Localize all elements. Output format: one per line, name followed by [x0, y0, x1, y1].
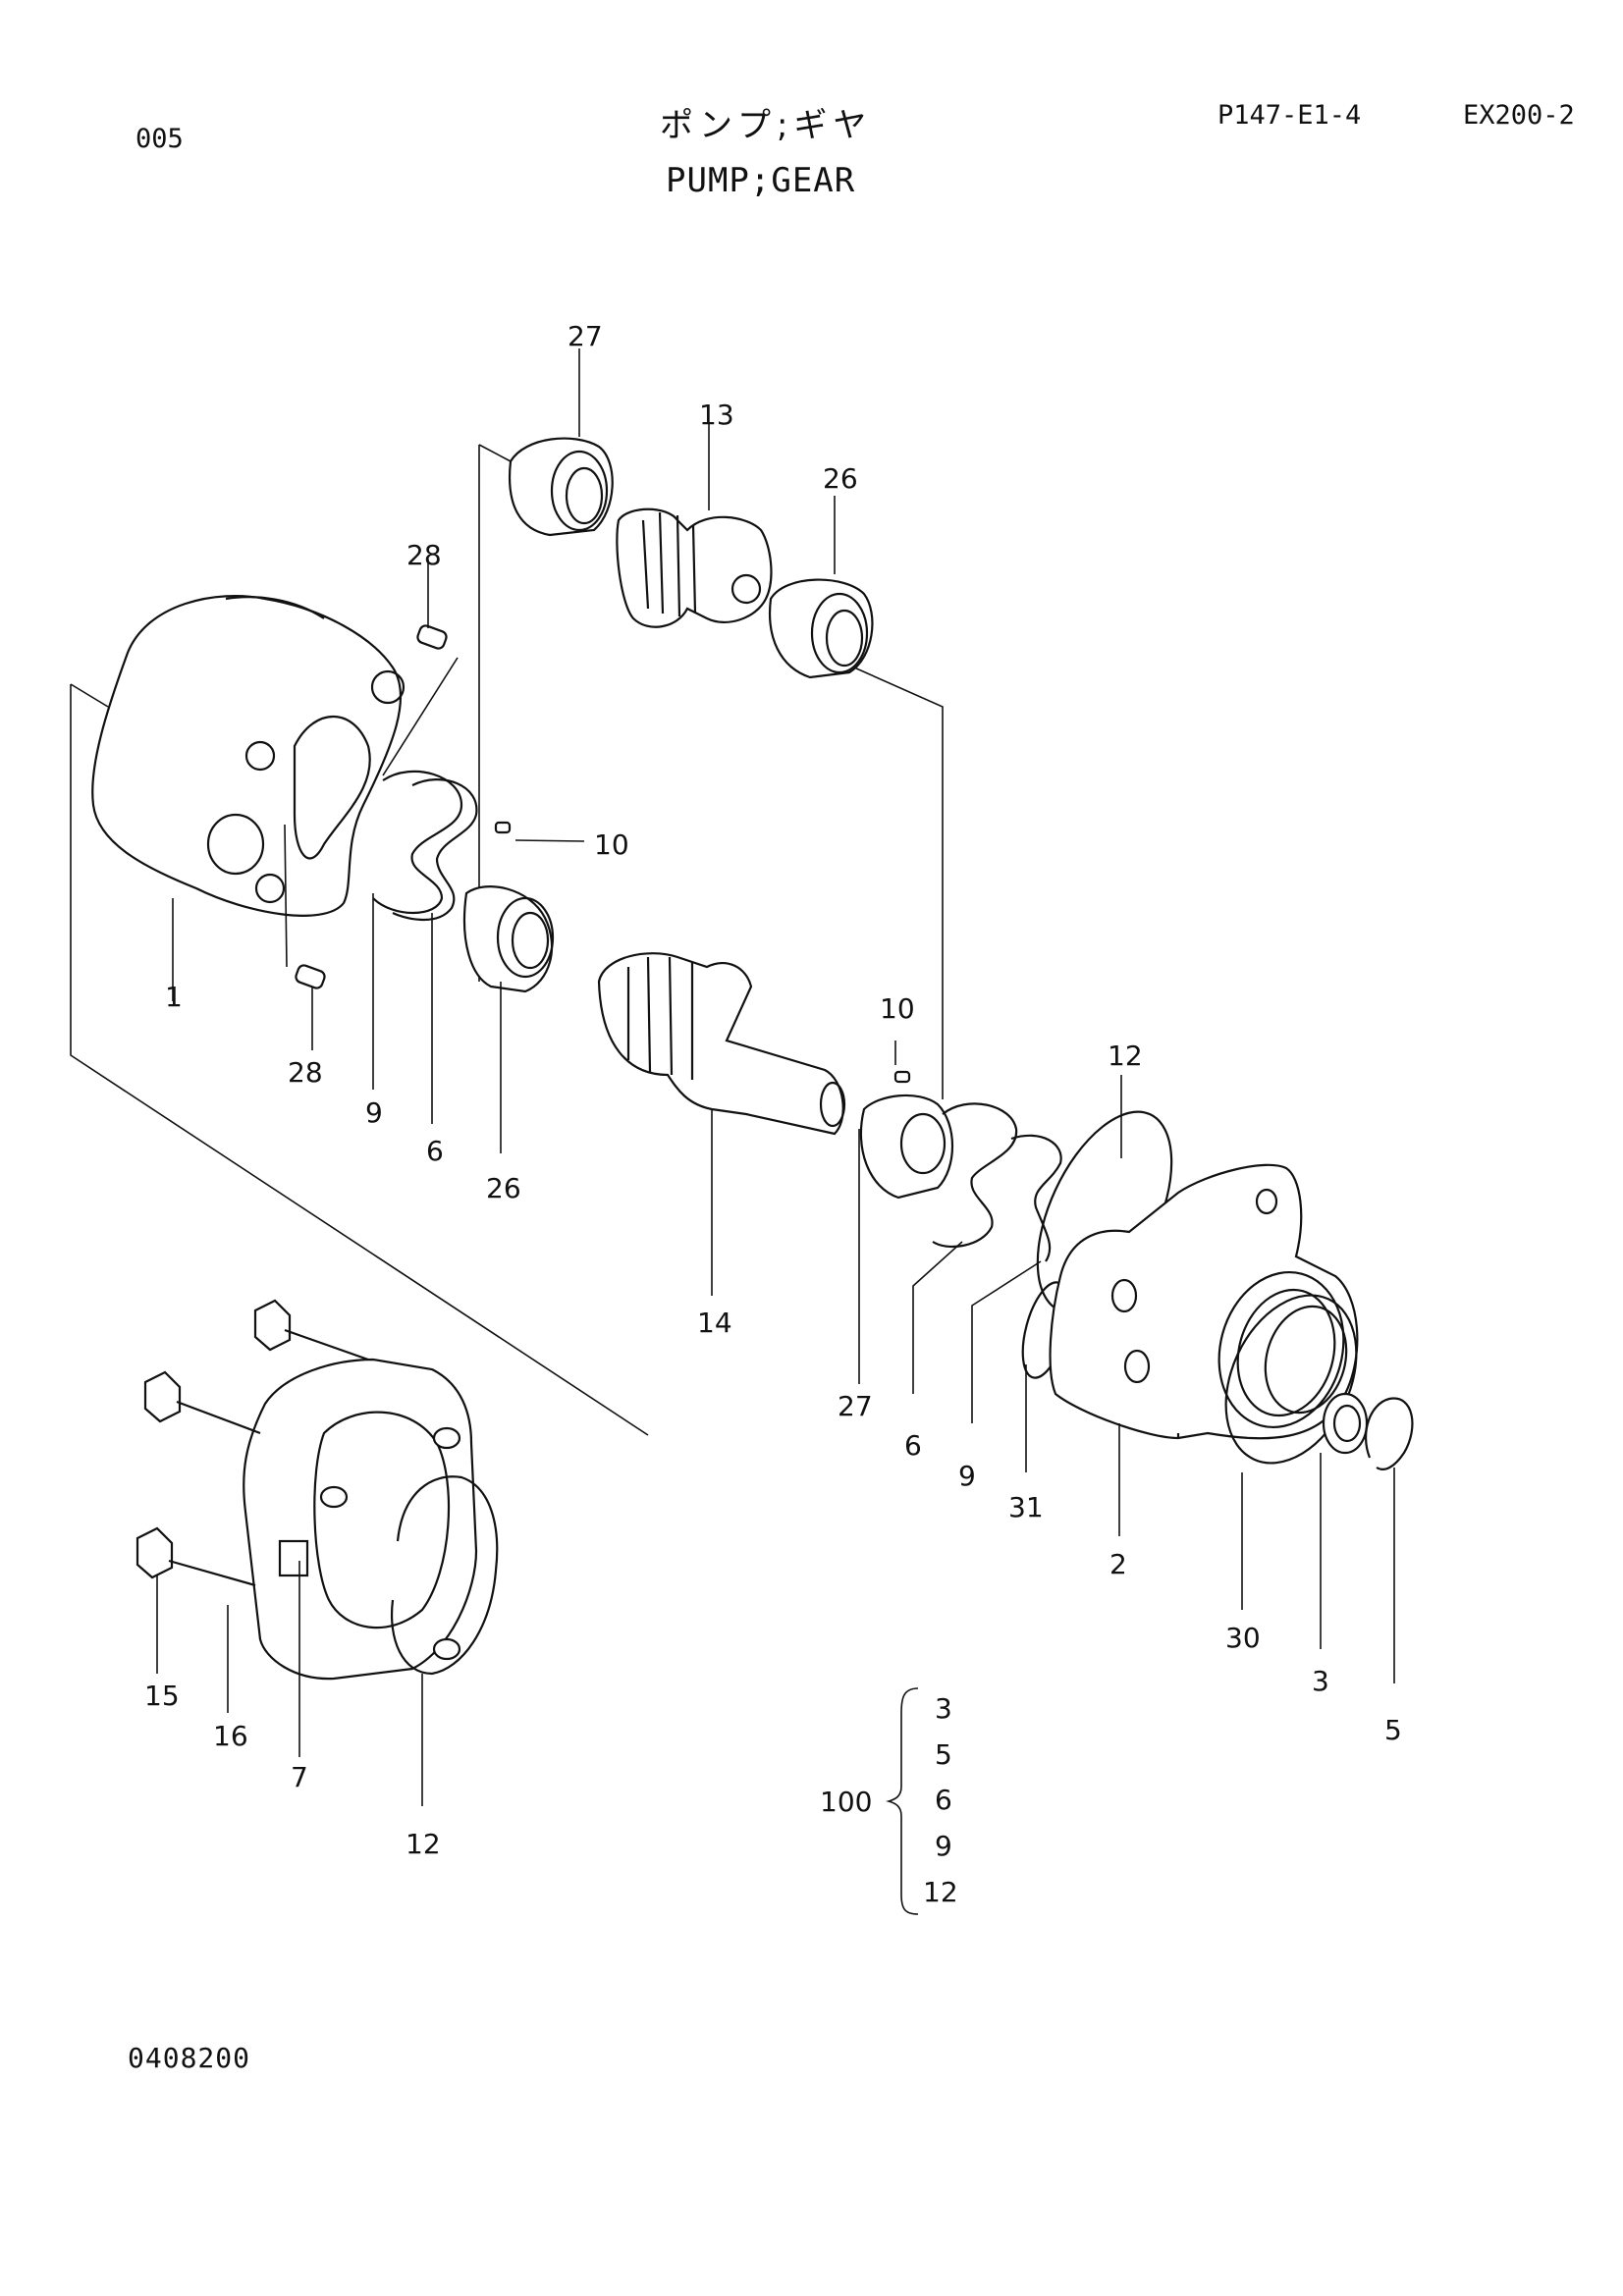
part-label: 6	[426, 1135, 444, 1167]
kit-label: 100	[820, 1786, 872, 1818]
drive-shaft-part	[597, 952, 846, 1136]
part-label: 3	[1312, 1665, 1329, 1697]
page-title-japanese: ポンプ;ギヤ	[660, 106, 873, 145]
part-label: 28	[406, 539, 442, 571]
part-label: 28	[288, 1056, 323, 1089]
reference-code: P147-E1-4	[1217, 100, 1362, 131]
kit-item: 12	[923, 1876, 958, 1908]
machine-model: EX200-2	[1463, 100, 1575, 131]
gasket-part	[932, 1102, 1062, 1262]
part-label: 14	[697, 1307, 732, 1339]
bushing-part	[859, 1094, 953, 1200]
part-label: 31	[1008, 1491, 1044, 1523]
page-number: 005	[135, 124, 184, 154]
part-label: 6	[904, 1429, 922, 1462]
bolt-part	[135, 1299, 369, 1587]
part-label: 9	[958, 1460, 976, 1492]
page-title: PUMP;GEAR	[666, 161, 856, 200]
part-label: 27	[568, 320, 603, 352]
kit-item: 6	[935, 1784, 952, 1816]
part-label: 1	[165, 981, 183, 1013]
part-label: 16	[213, 1720, 248, 1752]
part-label: 26	[486, 1172, 521, 1204]
part-label: 12	[1108, 1040, 1143, 1072]
dowel-pin-part	[284, 560, 459, 1050]
drawing-number: 0408200	[128, 2042, 251, 2074]
pump-body-part	[91, 595, 406, 917]
part-label: 10	[880, 992, 915, 1025]
part-label: 30	[1225, 1622, 1261, 1654]
kit-item: 9	[935, 1830, 952, 1862]
part-label: 7	[291, 1761, 308, 1793]
cover-plate-part	[243, 1358, 478, 1681]
part-label: 12	[406, 1828, 441, 1860]
part-label: 5	[1384, 1714, 1402, 1746]
gear-part	[616, 507, 773, 628]
kit-item: 3	[935, 1692, 952, 1725]
part-label: 10	[594, 828, 629, 861]
part-label: 26	[823, 462, 858, 495]
part-label: 15	[144, 1680, 180, 1712]
part-label: 13	[699, 399, 734, 431]
gasket-part	[372, 770, 478, 922]
kit-item: 5	[935, 1738, 952, 1771]
bushing-part	[769, 578, 874, 679]
part-label: 27	[838, 1390, 873, 1422]
bushing-part	[462, 885, 555, 993]
part-label: 9	[365, 1096, 383, 1129]
bushing-part	[509, 437, 614, 537]
housing-part	[1049, 1163, 1359, 1440]
part-label: 2	[1109, 1548, 1127, 1580]
